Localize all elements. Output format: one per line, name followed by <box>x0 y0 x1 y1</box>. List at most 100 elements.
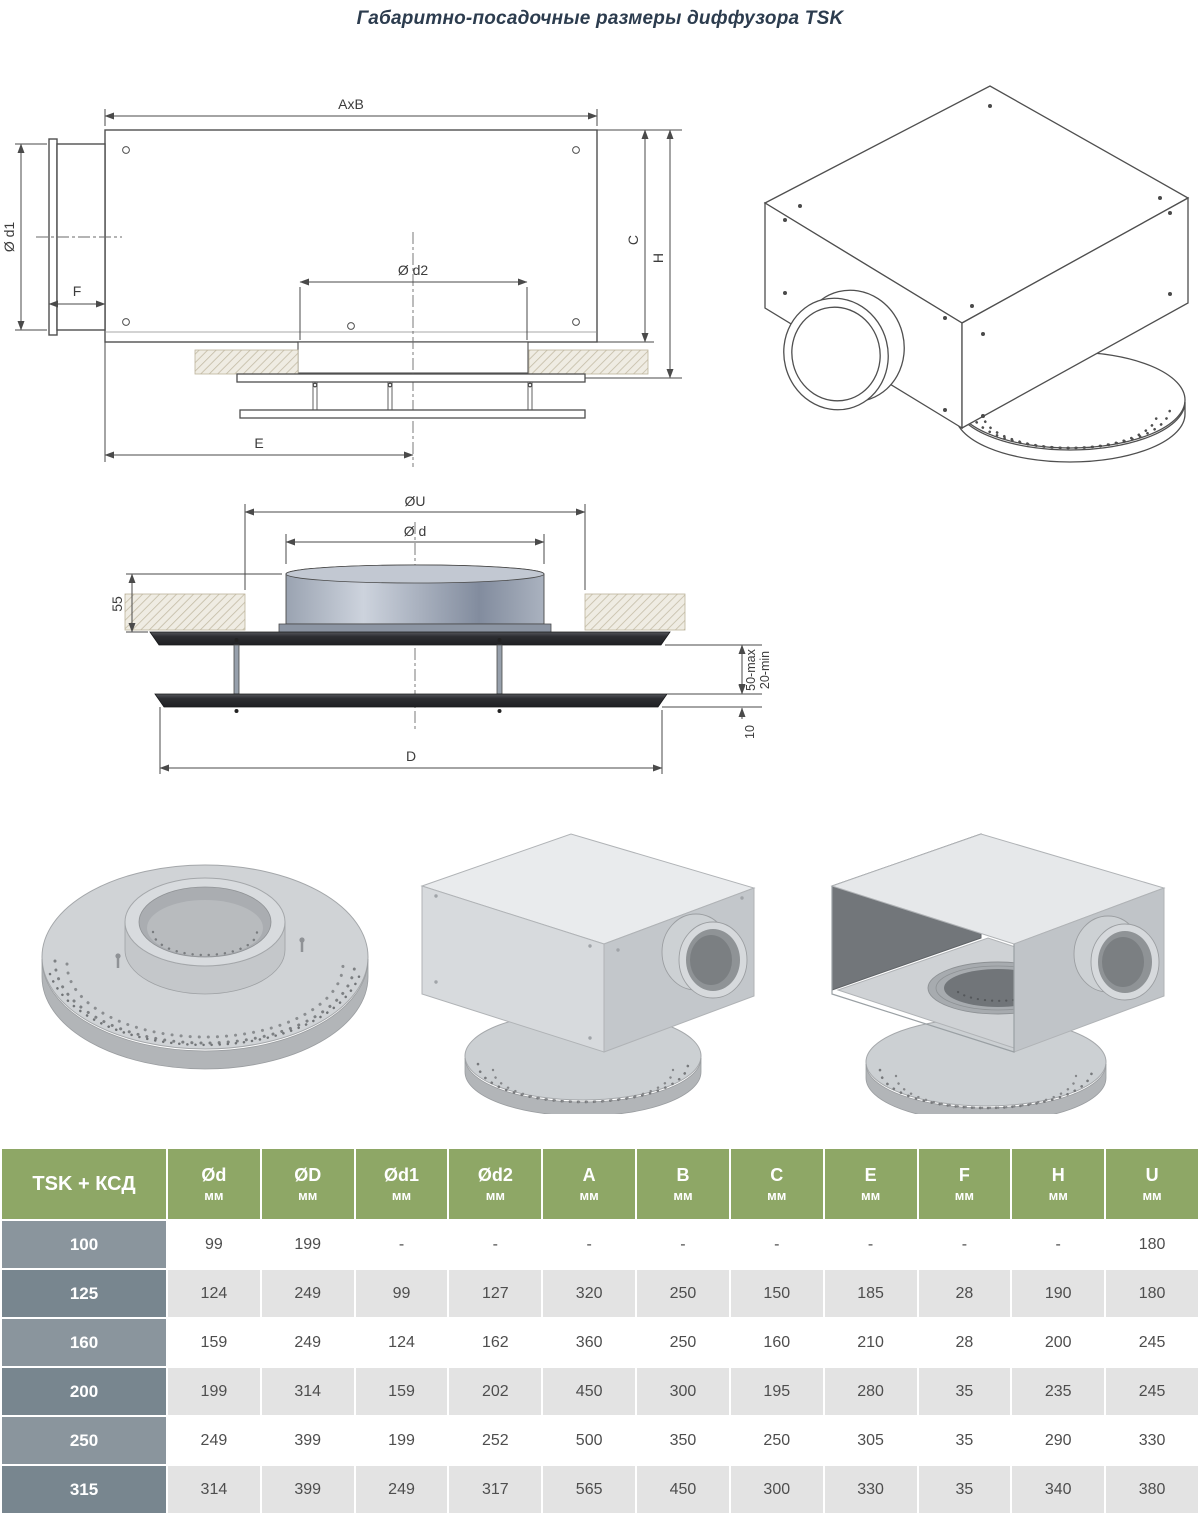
dim-label-d2: Ø d2 <box>398 262 429 278</box>
cell: 500 <box>541 1415 638 1466</box>
col-unit: мм <box>485 1187 505 1203</box>
dim-label-u: ØU <box>405 493 426 509</box>
cutaway-open-edges <box>831 886 1015 1053</box>
col-name: A <box>582 1165 596 1186</box>
row-size: 125 <box>0 1268 168 1319</box>
cell: 202 <box>447 1366 544 1417</box>
dim-label-55: 55 <box>109 596 125 612</box>
side-view-dimension-labels: AxB Ø d1 F Ø d2 C H E <box>1 96 666 451</box>
cell: 249 <box>259 1317 356 1368</box>
cell: 330 <box>822 1464 919 1515</box>
col-name: H <box>1051 1165 1065 1186</box>
row-size: 200 <box>0 1366 168 1417</box>
cell: 35 <box>916 1366 1013 1417</box>
cell: 340 <box>1010 1464 1107 1515</box>
table-corner-cell: TSK + КСД <box>0 1147 168 1221</box>
cell: 565 <box>541 1464 638 1515</box>
cell: 124 <box>353 1317 450 1368</box>
cell: 250 <box>635 1268 731 1319</box>
col-unit: мм <box>860 1187 881 1203</box>
table-row-250: 250 249 399 199 252 500 350 250 305 35 2… <box>0 1415 1200 1466</box>
cell: 280 <box>822 1366 919 1417</box>
section-dimension-labels: ØU Ø d 55 50-max 20-min 10 D <box>109 493 772 764</box>
cell: 450 <box>541 1366 638 1417</box>
iso-rivets <box>783 104 1172 418</box>
row-size: 100 <box>0 1219 168 1270</box>
col-unit: мм <box>954 1187 975 1203</box>
cell: 162 <box>447 1317 544 1368</box>
row-size: 160 <box>0 1317 168 1368</box>
table-row-315: 315 314 399 249 317 565 450 300 330 35 3… <box>0 1464 1200 1515</box>
col-name: Ød1 <box>384 1165 420 1186</box>
table-row-160: 160 159 249 124 162 360 250 160 210 28 2… <box>0 1317 1200 1368</box>
cell: 185 <box>822 1268 919 1319</box>
cell: 249 <box>353 1464 450 1515</box>
cell: 35 <box>916 1464 1013 1515</box>
col-name: B <box>676 1165 690 1186</box>
duct-cylinder <box>278 564 552 634</box>
cell: - <box>447 1219 544 1270</box>
cell: 195 <box>728 1366 825 1417</box>
cell: 199 <box>166 1366 262 1417</box>
cell: 199 <box>259 1219 356 1270</box>
cell: 210 <box>822 1317 919 1368</box>
col-unit: мм <box>391 1187 412 1203</box>
table-row-100: 100 99 199 - - - - - - - - 180 <box>0 1219 1200 1270</box>
cell: 200 <box>1010 1317 1107 1368</box>
cell: - <box>635 1219 731 1270</box>
row-size: 250 <box>0 1415 168 1466</box>
col-unit: мм <box>767 1187 787 1203</box>
disc-pins <box>115 937 305 968</box>
cell: 249 <box>259 1268 356 1319</box>
diffuser-plates-section <box>149 631 671 713</box>
cell: 350 <box>635 1415 731 1466</box>
section-view-drawing: ØU Ø d 55 50-max 20-min 10 D <box>109 493 772 774</box>
cell: 99 <box>166 1219 262 1270</box>
cutaway-duct-collar <box>1073 915 1160 1001</box>
dim-label-20min: 20-min <box>758 651 772 689</box>
cell: 360 <box>541 1317 638 1368</box>
cell: 300 <box>635 1366 731 1417</box>
col-name: C <box>770 1165 784 1186</box>
cell: 199 <box>353 1415 450 1466</box>
cell: 245 <box>1104 1317 1200 1368</box>
disc-inner-ring <box>124 877 286 995</box>
page-title: Габаритно-посадочные размеры диффузора T… <box>356 8 844 29</box>
cell: 190 <box>1010 1268 1107 1319</box>
col-unit: мм <box>673 1187 693 1203</box>
table-row-200: 200 199 314 159 202 450 300 195 280 35 2… <box>0 1366 1200 1417</box>
dim-label-D: D <box>406 748 416 764</box>
cell: 28 <box>916 1317 1013 1368</box>
cell: 320 <box>541 1268 638 1319</box>
section-ceiling-hatch <box>124 593 686 631</box>
cell: - <box>916 1219 1013 1270</box>
cell: 450 <box>635 1464 731 1515</box>
isometric-view-drawing <box>763 85 1190 463</box>
col-name: Ød2 <box>477 1165 513 1186</box>
dim-label-f: F <box>73 283 82 299</box>
cell: 314 <box>259 1366 356 1417</box>
dim-label-e: E <box>254 435 263 451</box>
dim-label-10: 10 <box>743 725 757 739</box>
cell: - <box>822 1219 919 1270</box>
plenum-box-outline <box>48 129 598 374</box>
col-name: F <box>958 1165 970 1186</box>
cell: 305 <box>822 1415 919 1466</box>
cell: 380 <box>1104 1464 1200 1515</box>
cell: 160 <box>728 1317 825 1368</box>
render-disc <box>41 864 369 1070</box>
cell: 159 <box>166 1317 262 1368</box>
render-box <box>420 833 756 1114</box>
dim-label-axb: AxB <box>338 96 364 112</box>
col-name: Ød <box>201 1165 227 1186</box>
